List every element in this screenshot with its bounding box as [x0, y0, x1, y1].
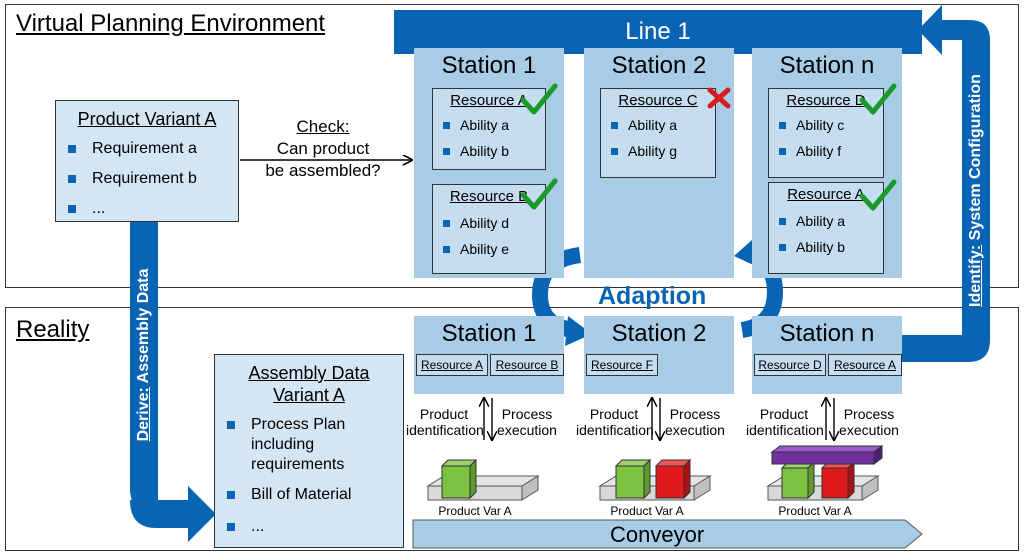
cross-icon [707, 87, 731, 109]
station-title: Station 2 [611, 320, 707, 347]
ability-item: Ability a [611, 117, 677, 133]
resource-name: Resource B [449, 188, 529, 205]
station-title: Station 1 [441, 320, 537, 347]
resource-label: Resource B [490, 354, 564, 376]
pallet-3 [766, 445, 884, 501]
resource-label: Resource F [586, 354, 658, 376]
identify-label: Identify: System Configuration [967, 74, 984, 307]
check-label: Check: Can product be assembled? [258, 116, 388, 182]
ability-item: Ability b [443, 143, 509, 159]
line-label: Line 1 [625, 18, 691, 45]
ability-item: Ability a [779, 213, 845, 229]
virtual-station-2: Station 2 Resource C Ability a Ability g [584, 48, 734, 278]
pallet-label: Product Var A [778, 504, 852, 518]
product-variant-title: Product Variant A [77, 109, 217, 129]
check-icon [859, 179, 897, 211]
ability-item: Ability d [443, 215, 509, 231]
conveyor-label: Conveyor [610, 522, 705, 547]
ability-item: Ability b [779, 239, 845, 255]
check-icon [520, 178, 558, 210]
resource-name: Resource D [786, 92, 866, 109]
check-icon [520, 83, 558, 115]
id-exec-arrows [484, 398, 834, 440]
virtual-station-n: Station n Resource D Ability c Ability f… [752, 48, 902, 278]
pallet-2 [598, 458, 712, 501]
adaption-label: Adaption [598, 282, 707, 310]
assembly-data-box: Assembly Data Variant A Process Plan inc… [214, 354, 404, 548]
ability-item: Ability g [611, 143, 677, 159]
resource-label: Resource D [754, 354, 826, 376]
assembly-title-2: Variant A [273, 385, 345, 405]
adaption-arrowhead-left [565, 316, 592, 346]
resource-name: Resource A [450, 92, 528, 109]
resource-label: Resource A [416, 354, 488, 376]
derive-arrow [130, 222, 216, 542]
ability-item: Ability c [779, 117, 844, 133]
assembly-title-1: Assembly Data [248, 363, 370, 383]
requirement-item: ... [68, 199, 105, 219]
reality-station-1: Station 1 Resource A Resource B [414, 316, 564, 394]
station-title: Station 2 [611, 52, 707, 79]
derive-label: Derive: Assembly Data [135, 268, 152, 442]
reality-station-2: Station 2 Resource F [584, 316, 734, 394]
reality-station-n: Station n Resource D Resource A [752, 316, 902, 394]
resource-name: Resource A [787, 186, 865, 203]
ability-item: Ability f [779, 143, 841, 159]
product-variant-box: Product Variant A Requirement a Requirem… [55, 100, 239, 222]
requirement-item: Requirement b [68, 169, 197, 189]
resource-card: Resource D Ability c Ability f [768, 88, 884, 178]
reality-title: Reality [16, 316, 90, 343]
check-body-2: be assembled? [265, 161, 381, 180]
ability-item: Ability e [443, 241, 509, 257]
virtual-planning-title: Virtual Planning Environment [16, 10, 326, 37]
resource-name: Resource C [618, 92, 698, 109]
check-head: Check: [296, 117, 350, 136]
virtual-station-1: Station 1 Resource A Ability a Ability b… [414, 48, 564, 278]
assembly-item: Bill of Material [227, 485, 351, 505]
line-bar: Line 1 [394, 10, 922, 54]
identify-arrow [900, 5, 990, 362]
resource-card: Resource C Ability a Ability g [600, 88, 716, 178]
assembly-item: Process Plan including requirements [227, 415, 345, 475]
requirement-item: Requirement a [68, 139, 197, 159]
station-title: Station 1 [441, 52, 537, 79]
resource-label: Resource A [828, 354, 902, 376]
station-title: Station n [779, 320, 875, 347]
check-body-1: Can product [276, 139, 370, 158]
ability-item: Ability a [443, 117, 509, 133]
assembly-item: ... [227, 517, 264, 537]
pallet-label: Product Var A [438, 504, 512, 518]
check-icon [859, 83, 897, 115]
pallet-label: Product Var A [610, 504, 684, 518]
station-title: Station n [779, 52, 875, 79]
conveyor-belt [412, 519, 923, 549]
pallet-1 [426, 458, 540, 501]
